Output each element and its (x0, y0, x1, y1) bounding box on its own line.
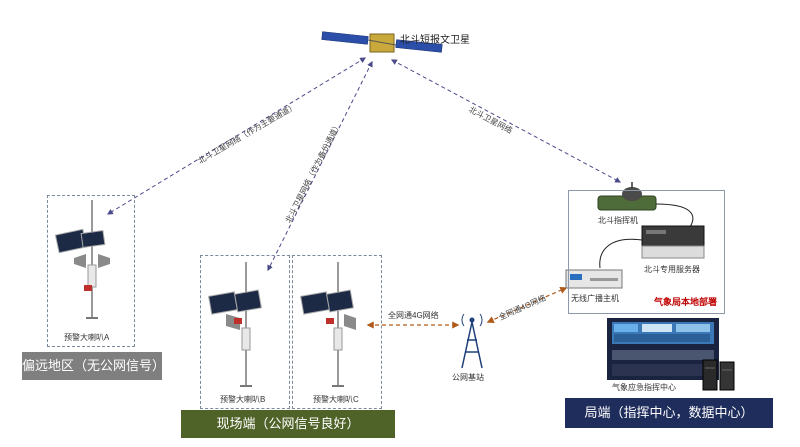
server-rack-icon (702, 359, 735, 391)
remote-area-box (47, 195, 135, 347)
speaker-b-box (200, 255, 290, 409)
link-satellite-bureau (390, 59, 622, 183)
beidou-server-icon (641, 225, 705, 259)
speaker-a-label: 预警大喇叭A (64, 333, 110, 342)
field-region-banner: 现场端（公网信号良好） (181, 410, 395, 438)
base-station-tower-icon (461, 313, 483, 369)
command-center-photo (607, 318, 719, 380)
warning-speaker-b-icon (208, 262, 262, 387)
link-satellite-field (267, 60, 373, 272)
broadcast-host-label: 无线广播主机 (571, 294, 619, 303)
base-station-label: 公网基站 (452, 373, 484, 382)
link-label-field-4g: 全网通4G网络 (388, 311, 439, 320)
remote-region-banner: 偏远地区（无公网信号） (22, 352, 165, 380)
satellite-label: 北斗短报文卫星 (400, 35, 470, 46)
server-label: 北斗专用服务器 (644, 265, 700, 274)
bureau-region-banner: 局端（指挥中心，数据中心） (565, 398, 773, 428)
command-unit-label: 北斗指挥机 (598, 216, 638, 225)
local-dept-label: 气象局本地部署 (654, 297, 718, 307)
speaker-b-label: 预警大喇叭B (220, 395, 266, 404)
satellite-icon (321, 31, 443, 53)
bureau-local-box (568, 190, 725, 314)
link-4g-bureau (486, 287, 568, 323)
command-center-label: 气象应急指挥中心 (612, 383, 676, 392)
speaker-c-box (292, 255, 382, 409)
speaker-c-label: 预警大喇叭C (313, 395, 359, 404)
cable-server-to-broadcast (599, 238, 643, 269)
warning-speaker-a-icon (54, 200, 110, 319)
warning-speaker-c-icon (300, 262, 356, 387)
broadcast-host-icon (565, 269, 623, 289)
